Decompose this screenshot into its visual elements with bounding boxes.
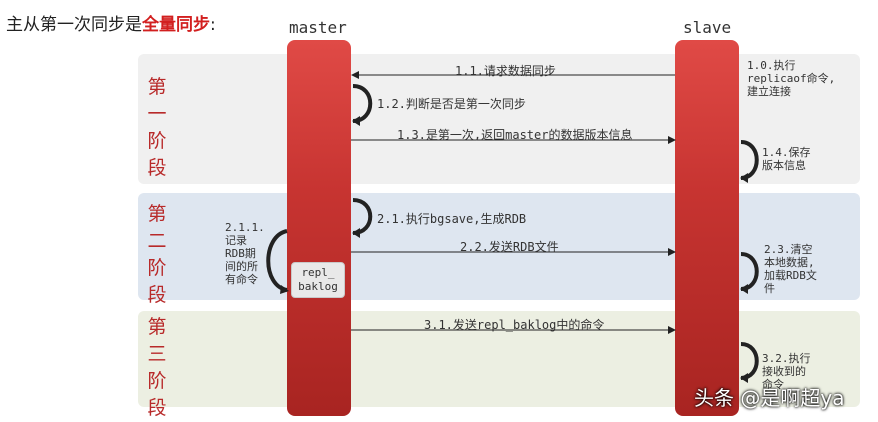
heading-highlight: 全量同步 [142,15,210,35]
slave-lifeline [675,40,739,416]
step-2-2-label: 2.2.发送RDB文件 [460,240,559,254]
loop-2-1 [352,198,373,235]
step-1-2-label: 1.2.判断是否是第一次同步 [377,97,526,111]
stage-two-label: 第二阶段 [147,203,167,306]
step-2-3-note: 2.3.清空本地数据,加载RDB文件 [764,243,817,295]
loop-2-1-1 [266,229,288,292]
step-1-4-note: 1.4.保存版本信息 [762,146,811,172]
master-lifeline [287,40,351,416]
slave-header: slave [683,18,732,37]
step-1-3-label: 1.3.是第一次,返回master的数据版本信息 [397,128,633,142]
repl-baklog-buffer: repl_baklog [291,262,345,298]
stage-three-label: 第三阶段 [147,316,167,419]
master-header: master [289,18,347,37]
loop-3-2 [740,342,759,380]
step-3-2-note: 3.2.执行接收到的命令 [762,352,811,391]
watermark-text: 头条 @是啊超ya [694,386,845,410]
loop-1-4 [740,140,759,180]
loop-2-3 [740,252,759,291]
diagram-heading: 主从第一次同步是全量同步: [6,10,216,35]
stage-one-band [138,54,860,184]
stage-one-label: 第一阶段 [147,76,167,179]
stage-three-band [138,311,860,407]
step-2-1-label: 2.1.执行bgsave,生成RDB [377,212,527,226]
loop-1-2 [352,84,373,123]
step-1-1-label: 1.1.请求数据同步 [455,64,556,78]
stage-two-band [138,193,860,300]
step-3-1-label: 3.1.发送repl_baklog中的命令 [424,318,605,332]
heading-prefix: 主从第一次同步是 [6,15,142,35]
heading-suffix: : [210,15,216,35]
